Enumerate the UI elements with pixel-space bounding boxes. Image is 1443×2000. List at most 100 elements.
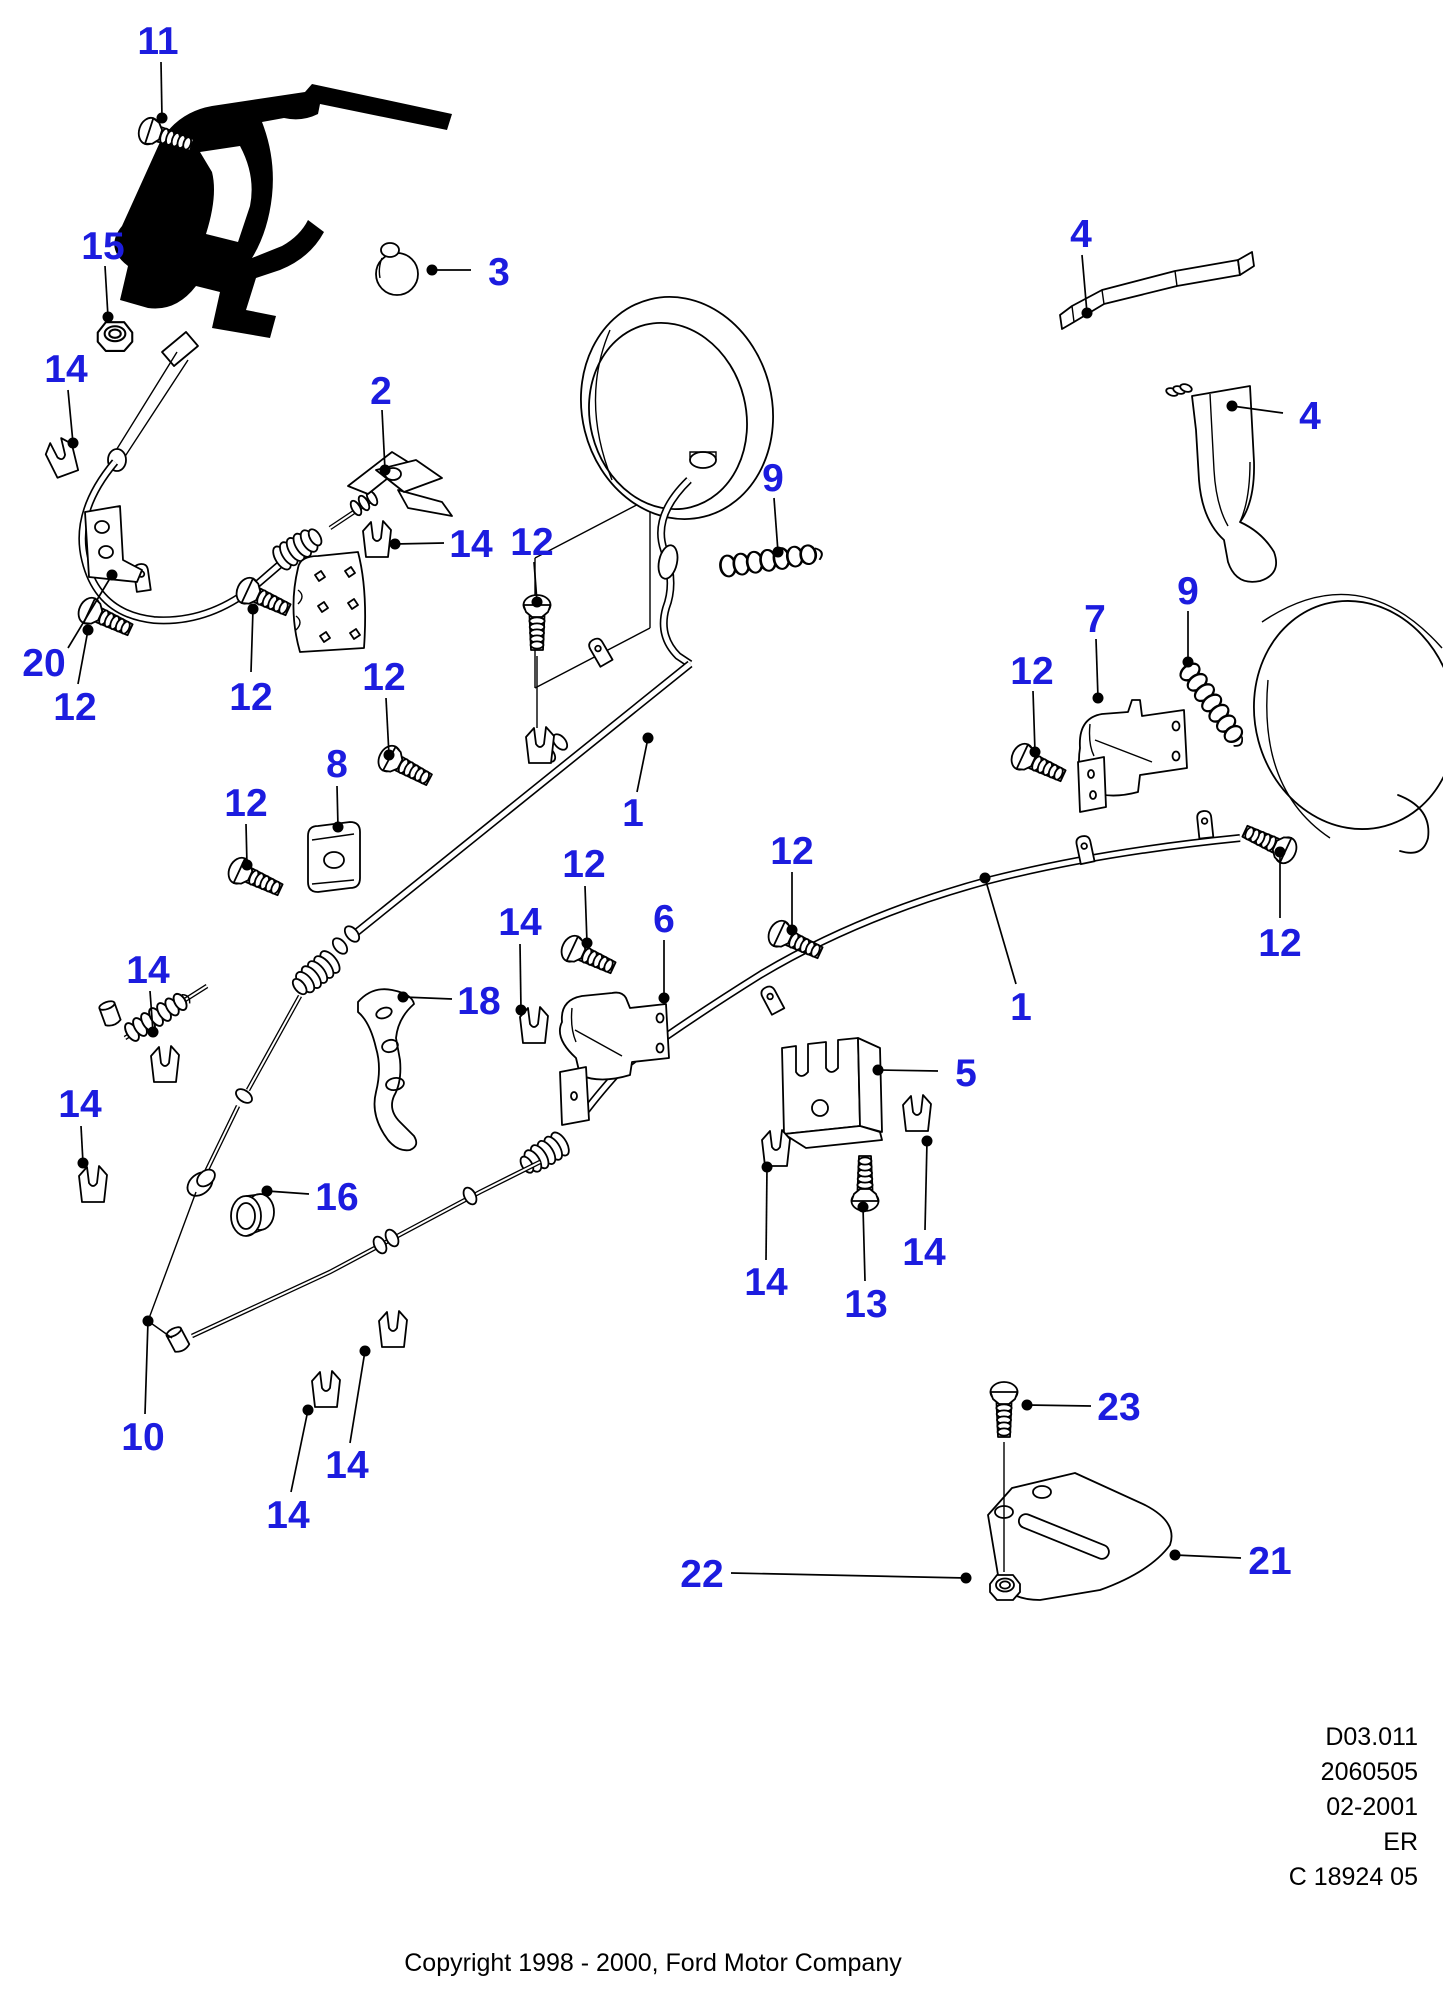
- pass-through-grommet: [230, 1193, 275, 1237]
- callout-leader-12: [245, 823, 248, 866]
- part-number-label-3: 3: [488, 251, 510, 294]
- callout-dot-5: [872, 1064, 884, 1076]
- callout-dot-18: [397, 991, 409, 1003]
- part-number-label-5: 5: [955, 1052, 977, 1095]
- rubber-insulator-8: [307, 821, 361, 893]
- coil-spring-9-right: [1176, 659, 1251, 752]
- part-number-label-12: 12: [510, 521, 553, 564]
- document-info-block: D03.011 2060505 02-2001 ER C 18924 05: [1289, 1720, 1418, 1895]
- callout-leader-12: [533, 561, 538, 603]
- nut-15: [96, 321, 134, 352]
- part-number-label-14: 14: [266, 1494, 310, 1537]
- fork-clip-14-i: [902, 1094, 932, 1132]
- part-number-label-14: 14: [498, 901, 542, 944]
- left-brake-drum: [580, 296, 774, 520]
- callout-dot-14: [389, 538, 401, 550]
- fork-clip-14-h: [761, 1129, 791, 1167]
- callout-dot-12: [241, 859, 253, 871]
- cable-adjuster: [347, 451, 453, 517]
- callout-dot-7: [1092, 692, 1104, 704]
- callout-dot-11: [156, 112, 168, 124]
- part-number-label-15: 15: [81, 225, 124, 268]
- left-rear-cable: [186, 477, 693, 1197]
- callout-dot-9: [1182, 656, 1194, 668]
- callout-dot-10: [142, 1315, 154, 1327]
- callout-leader-4: [1231, 405, 1284, 414]
- callout-leader-14: [765, 1166, 768, 1261]
- part-number-label-16: 16: [315, 1176, 358, 1219]
- part-number-label-4: 4: [1070, 213, 1092, 256]
- part-number-label-9: 9: [1177, 570, 1199, 613]
- part-number-label-12: 12: [53, 686, 96, 729]
- callout-dot-8: [332, 821, 344, 833]
- callout-dot-9: [772, 546, 784, 558]
- part-number-label-18: 18: [457, 980, 500, 1023]
- part-number-label-14: 14: [126, 949, 170, 992]
- callout-leader-18: [402, 996, 453, 1000]
- part-number-label-2: 2: [370, 370, 392, 413]
- doc-code-line: C 18924 05: [1288, 1863, 1418, 1891]
- callout-dot-6: [658, 992, 670, 1004]
- callout-leader-11: [160, 61, 163, 119]
- callout-dot-14: [67, 437, 79, 449]
- callout-dot-12: [581, 937, 593, 949]
- callout-dot-20: [106, 569, 118, 581]
- callout-leader-12: [385, 697, 390, 756]
- callout-dot-13: [857, 1201, 869, 1213]
- part-number-label-14: 14: [902, 1231, 946, 1274]
- part-number-label-14: 14: [325, 1444, 369, 1487]
- callout-leader-21: [1174, 1554, 1242, 1559]
- callout-leader-14: [924, 1140, 928, 1231]
- part-number-label-14: 14: [449, 523, 493, 566]
- callout-leader-4: [1081, 254, 1088, 314]
- cable-bracket-4-strip: [1059, 251, 1255, 330]
- part-number-label-12: 12: [1258, 922, 1301, 965]
- callout-dot-15: [102, 311, 114, 323]
- bolt-12-i: [1238, 818, 1302, 868]
- part-number-label-1: 1: [622, 792, 644, 835]
- callout-dot-12: [531, 596, 543, 608]
- fork-clip-14-e: [78, 1165, 108, 1203]
- part-number-label-23: 23: [1097, 1386, 1140, 1429]
- callout-leader-15: [104, 265, 109, 318]
- doc-code-line: 02-2001: [1326, 1793, 1418, 1821]
- callout-leader-14: [149, 990, 154, 1033]
- callout-dot-16: [261, 1185, 273, 1197]
- cable-bracket-4-left: [292, 551, 367, 653]
- bolt-12-h: [1006, 739, 1070, 789]
- fork-clip-14-b: [362, 520, 392, 558]
- cable-grommet-ring: [375, 242, 419, 296]
- callout-leader-14: [519, 943, 522, 1011]
- part-number-label-12: 12: [562, 843, 605, 886]
- callout-dot-14: [359, 1345, 371, 1357]
- callout-leader-14: [349, 1350, 366, 1444]
- equalizer-rod-assembly: [97, 984, 209, 1339]
- callout-leader-14: [80, 1125, 84, 1164]
- right-brake-drum: [1253, 593, 1443, 854]
- callout-leader-20: [67, 574, 113, 649]
- callout-dot-14: [921, 1135, 933, 1147]
- part-number-label-1: 1: [1010, 986, 1032, 1029]
- callout-dot-14: [761, 1161, 773, 1173]
- part-number-label-13: 13: [844, 1283, 887, 1326]
- cable-bracket-7: [1077, 699, 1188, 813]
- callout-leader-7: [1095, 638, 1099, 699]
- callout-leader-1: [984, 877, 1017, 985]
- floor-panel-outline: [534, 497, 651, 689]
- callout-dot-23: [1021, 1399, 1033, 1411]
- part-number-label-14: 14: [744, 1261, 788, 1304]
- part-number-label-12: 12: [1010, 650, 1053, 693]
- fork-clip-14-f: [378, 1310, 408, 1348]
- doc-code-line: ER: [1383, 1828, 1418, 1856]
- callout-dot-22: [960, 1572, 972, 1584]
- cable-bracket-6: [558, 991, 670, 1126]
- part-number-label-14: 14: [58, 1083, 102, 1126]
- callout-leader-22: [730, 1572, 967, 1579]
- part-number-label-21: 21: [1248, 1540, 1291, 1583]
- part-number-label-22: 22: [680, 1553, 723, 1596]
- callout-dot-21: [1169, 1549, 1181, 1561]
- bolt-23: [989, 1381, 1019, 1438]
- part-number-label-9: 9: [762, 457, 784, 500]
- callout-dot-12: [383, 749, 395, 761]
